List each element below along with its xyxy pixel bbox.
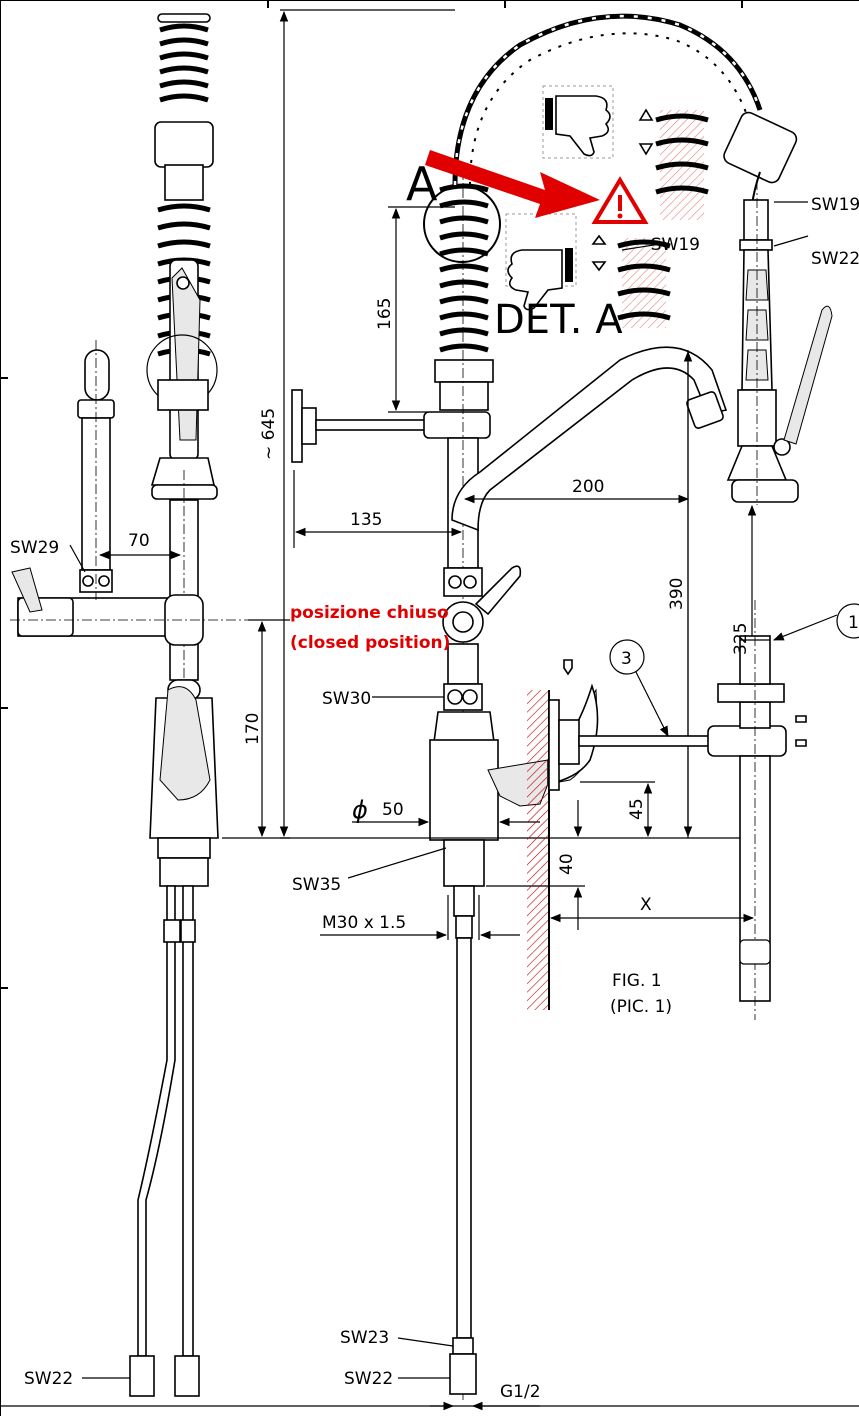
detail-a-inset (425, 85, 709, 328)
dim-390: 390 (667, 578, 687, 610)
fig1-caption: FIG. 1 (612, 971, 662, 991)
sw22-right-label: SW22 (811, 249, 859, 269)
dim-200: 200 (572, 477, 604, 497)
front-view-dimensions (69, 9, 809, 1411)
callout-3-label: 3 (621, 649, 632, 669)
dim-325: 325 (731, 623, 751, 655)
dim-645: ~ 645 (259, 408, 279, 460)
dim-inlet: G1/2 (500, 1382, 541, 1402)
note-line-1: posizione chiuso (290, 603, 449, 623)
callout-1-label: 1 (848, 613, 859, 633)
sw22-bottom-left-label: SW22 (24, 1369, 73, 1389)
fig1-caption-sub: (PIC. 1) (610, 997, 672, 1017)
sw30-label: SW30 (322, 689, 371, 709)
detail-title: DET. A (494, 297, 623, 343)
dim-170: 170 (243, 713, 263, 745)
wrench-size-labels: SW19 SW22 SW19 SW29 SW30 SW35 SW23 SW22 … (10, 195, 859, 1389)
dim-x: X (640, 895, 652, 915)
sw19-top-label: SW19 (811, 195, 859, 215)
callout-3-circle (609, 639, 645, 675)
dim-165: 165 (375, 298, 395, 330)
thumbs-down-icon (545, 95, 611, 157)
dim-phi50: 50 (382, 800, 404, 820)
fig1-installation (527, 600, 859, 1020)
thumbs-up-icon (507, 248, 573, 311)
sw19-detail-label: SW19 (651, 235, 700, 255)
side-view (10, 13, 260, 1397)
closed-position-note: posizione chiuso (closed position) (290, 603, 450, 653)
front-view (291, 170, 728, 1400)
dim-40: 40 (557, 853, 577, 875)
red-arrow-icon (425, 150, 600, 218)
detail-marker: A (406, 157, 438, 211)
spray-assembly (452, 13, 833, 505)
sw35-label: SW35 (292, 875, 341, 895)
sw29-label: SW29 (10, 538, 59, 558)
sw23-label: SW23 (340, 1328, 389, 1348)
warning-triangle-icon (591, 176, 649, 224)
detail-labels: A DET. A (406, 157, 623, 343)
sw22-bottom-center-label: SW22 (344, 1369, 393, 1389)
figure-labels: 3 1 FIG. 1 (PIC. 1) (610, 613, 859, 1017)
note-line-2: (closed position) (290, 633, 450, 653)
dim-thread: M30 x 1.5 (322, 913, 406, 933)
callout-1-circle (836, 603, 859, 639)
dim-45: 45 (627, 798, 647, 820)
dimension-labels: ~ 645 165 135 200 70 390 325 170 45 40 ϕ… (128, 298, 751, 1402)
dim-70: 70 (128, 531, 150, 551)
dim-135: 135 (350, 510, 382, 530)
phi-symbol: ϕ (352, 796, 368, 824)
